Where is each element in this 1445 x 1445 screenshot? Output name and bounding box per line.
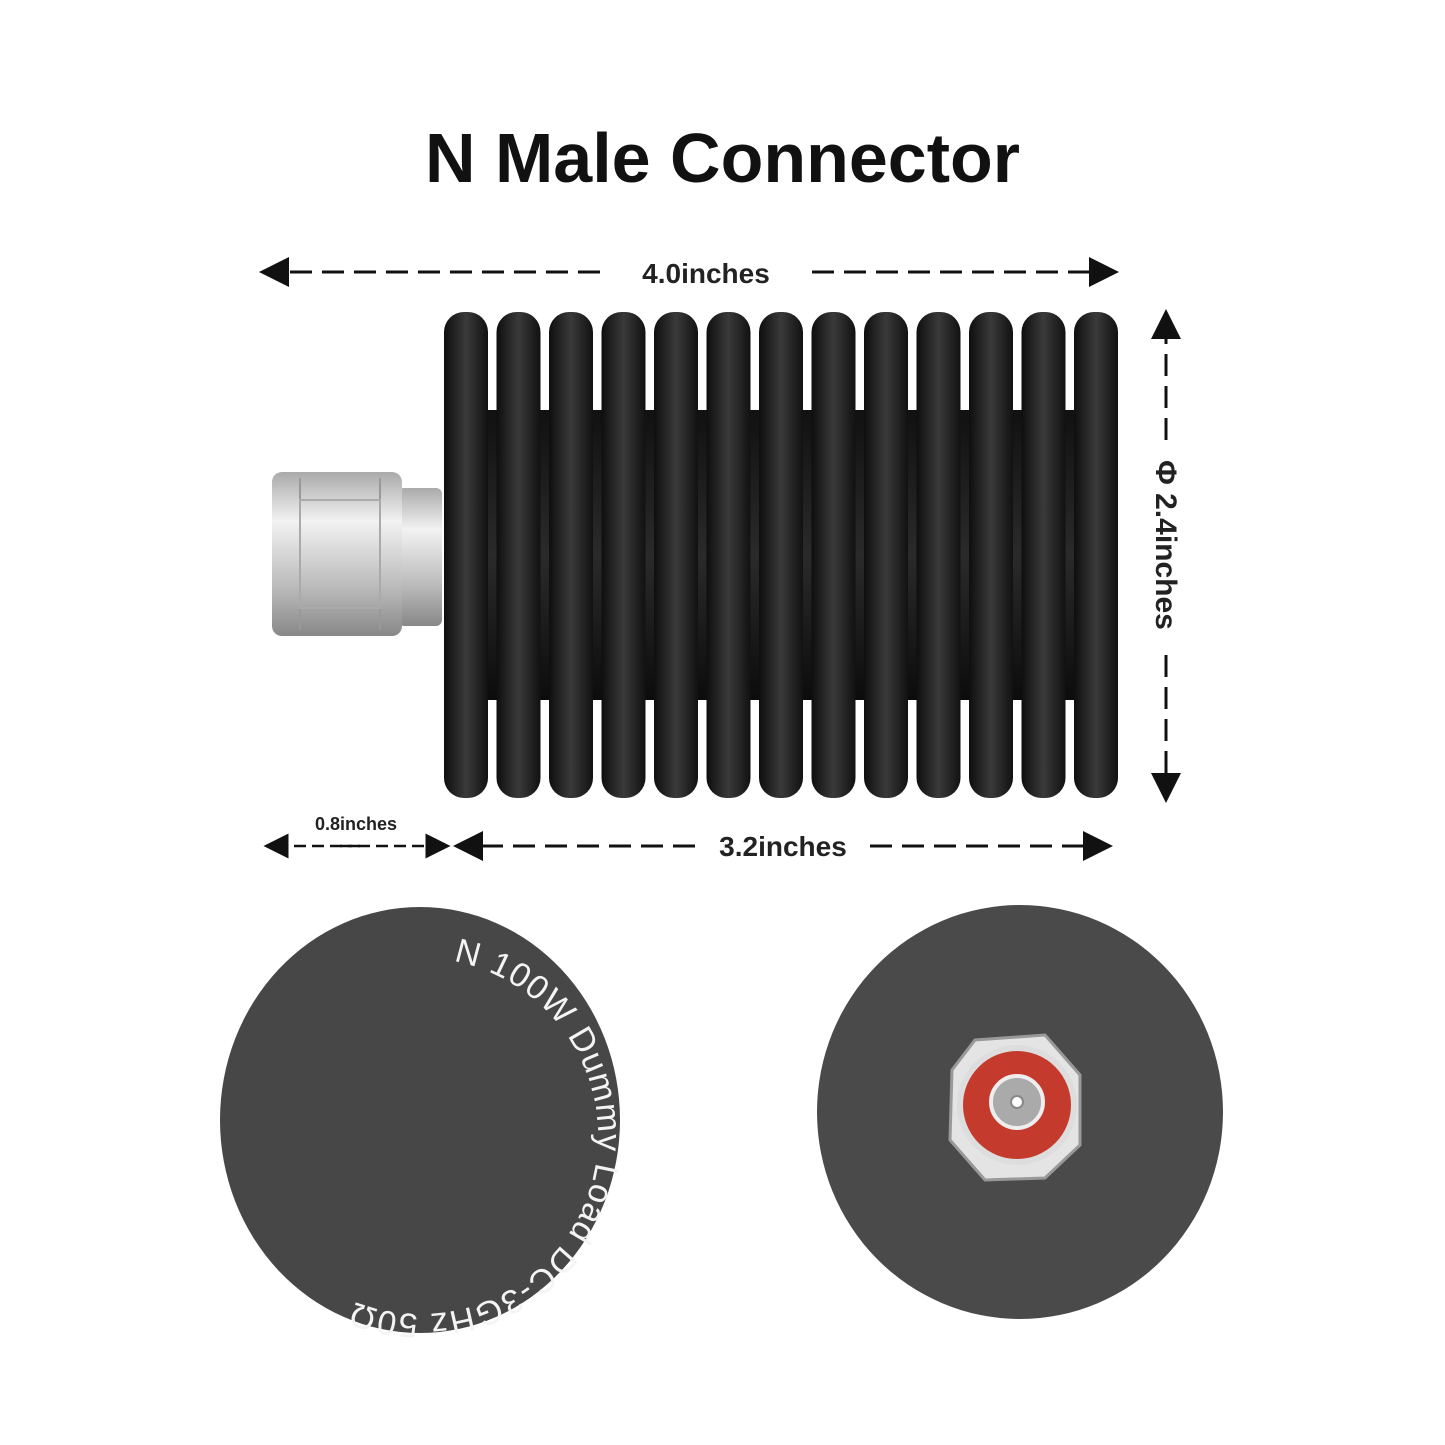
heat-sink-body — [444, 312, 1118, 798]
page-title: N Male Connector — [424, 119, 1021, 197]
svg-text:Φ 2.4inches: Φ 2.4inches — [1149, 460, 1182, 630]
heat-sink-fin — [549, 312, 593, 798]
heat-sink-fin — [496, 312, 541, 798]
overall-length-label: 4.0inches — [642, 258, 770, 289]
heat-sink-fin — [969, 312, 1013, 798]
overall-length-dimension: 4.0inches — [259, 257, 1119, 289]
heat-sink-fin — [1074, 312, 1118, 798]
body-length-label: 3.2inches — [719, 831, 847, 862]
heat-sink-fin — [759, 312, 803, 798]
heat-sink-fin — [654, 312, 698, 798]
heat-sink-fin — [916, 312, 961, 798]
connector-face-view — [817, 905, 1223, 1319]
heat-sink-fin — [601, 312, 646, 798]
end-cap-view: N 100W Dummy Load DC-3GHz 50Ω — [220, 907, 627, 1344]
connector-length-dimension: 0.8inches — [263, 814, 451, 859]
n-male-connector — [272, 472, 442, 636]
diameter-dimension: Φ 2.4inches — [1149, 309, 1182, 803]
heat-sink-fin — [706, 312, 751, 798]
connector-length-label: 0.8inches — [315, 814, 397, 834]
heat-sink-fin — [811, 312, 856, 798]
heat-sink-fin — [444, 312, 488, 798]
body-length-dimension: 3.2inches — [453, 831, 1113, 862]
heat-sink-fin — [864, 312, 908, 798]
diameter-label: 2.4inches — [1149, 493, 1182, 630]
diameter-symbol: Φ — [1149, 460, 1182, 485]
heat-sink-fin — [1021, 312, 1066, 798]
